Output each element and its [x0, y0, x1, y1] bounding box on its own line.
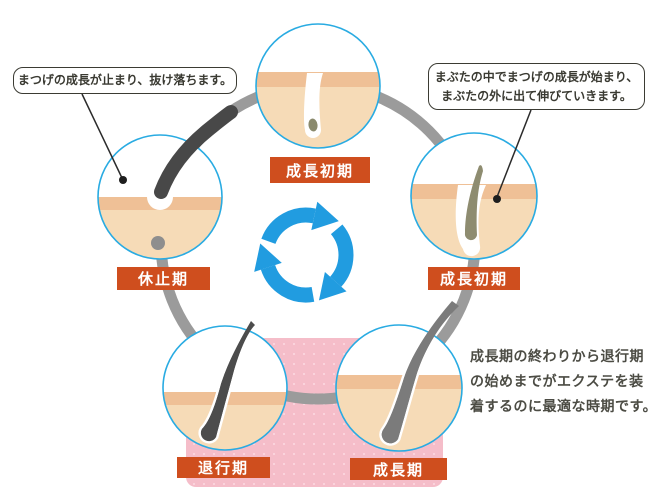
stage-circle-bottom-right-growth [335, 301, 463, 452]
callout-leader-lines [81, 93, 532, 198]
young-lash-icon [464, 165, 483, 241]
stage-circle-right-early-growth [410, 132, 538, 260]
callout-early-growth-line1: まぶたの中でまつげの成長が始まり、 [434, 69, 639, 84]
stage-badge-right: 成長初期 [428, 267, 520, 290]
callout-resting-phase: まつげの成長が止まり、抜け落ちます。 [13, 67, 237, 94]
follicle-dot-icon [151, 236, 165, 250]
stage-badge-top: 成長初期 [270, 157, 370, 183]
stage-badge-bottom-right: 成長期 [350, 458, 447, 480]
stage-badge-right-label: 成長初期 [439, 270, 508, 288]
cycle-arrows-icon [243, 202, 371, 315]
callout-resting-text: まつげの成長が止まり、抜け落ちます。 [17, 73, 233, 87]
note-line3: 着するのに最適な時期です。 [470, 399, 658, 415]
note-line1: 成長期の終わりから退行期 [470, 349, 644, 365]
callout-early-growth-line2: まぶたの外に出て伸びていきます。 [441, 88, 632, 103]
leader-dot-right [493, 195, 501, 203]
stage-badge-bottom-left: 退行期 [177, 457, 270, 478]
stage-badge-bottom-right-label: 成長期 [372, 460, 424, 479]
stage-badge-left: 休止期 [117, 267, 210, 290]
stage-circle-bottom-left-regression [162, 321, 288, 451]
optimal-period-note: 成長期の終わりから退行期 の始めまでがエクステを装 着するのに最適な時期です。 [470, 345, 660, 420]
leader-dot-left [119, 176, 127, 184]
stage-circle-top-early-growth [255, 23, 381, 149]
stage-badge-left-label: 休止期 [137, 270, 189, 288]
stage-badge-bottom-left-label: 退行期 [197, 459, 249, 477]
note-line2: の始めまでがエクステを装 [470, 374, 644, 390]
stage-badge-top-label: 成長初期 [285, 161, 354, 180]
stage-circle-left-resting [97, 105, 238, 260]
hair-bulb-icon [308, 118, 318, 132]
callout-early-growth: まぶたの中でまつげの成長が始まり、 まぶたの外に出て伸びていきます。 [428, 63, 645, 110]
detached-lash-icon [154, 105, 238, 199]
